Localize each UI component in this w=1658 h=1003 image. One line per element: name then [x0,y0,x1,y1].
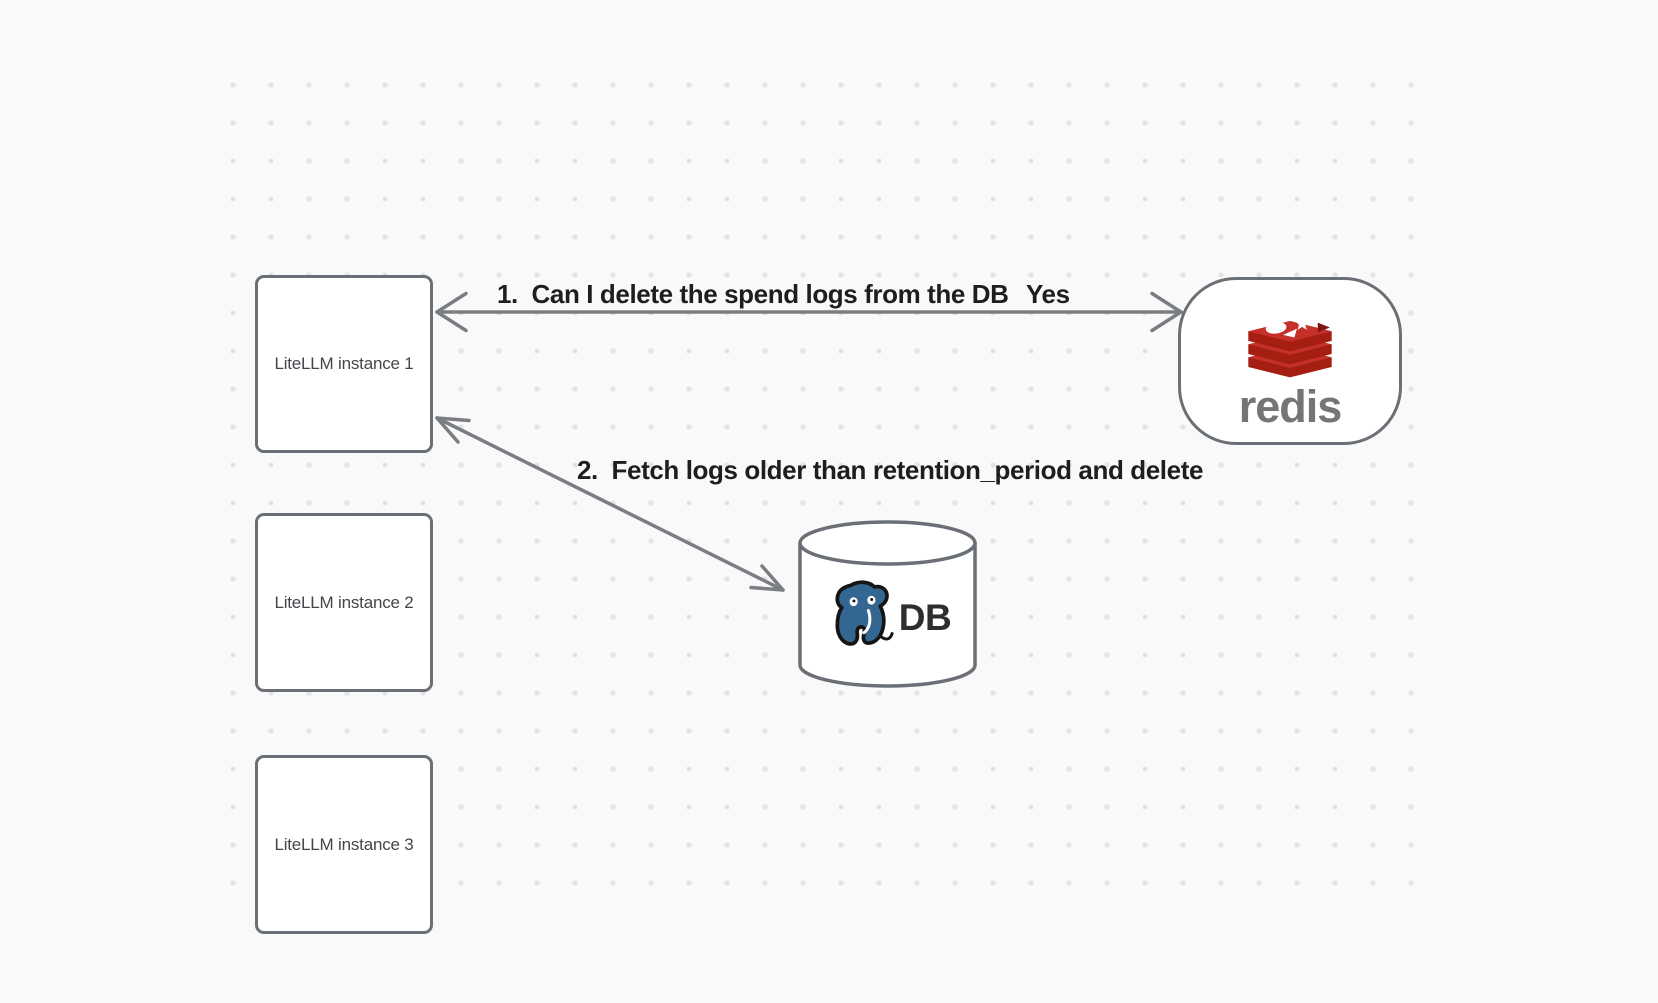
node-database-cylinder: DB [798,520,977,688]
edge1-response-label: Yes [1026,279,1070,309]
cylinder-shape [798,520,977,688]
edge1-label: 1. Can I delete the spend logs from the … [497,279,1009,309]
edge2-label: 2. Fetch logs older than retention_perio… [577,455,1204,485]
node-litellm-instance-1-label: LiteLLM instance 1 [274,354,414,373]
node-litellm-instance-1: LiteLLM instance 1 [255,275,433,453]
arrow-litellm1-db [435,416,785,592]
redis-wordmark: redis [1238,381,1343,432]
redis-logo-icon [1244,314,1336,385]
node-redis: redis [1178,277,1402,445]
node-litellm-instance-3-label: LiteLLM instance 3 [274,834,414,854]
node-litellm-instance-2: LiteLLM instance 2 [255,513,433,692]
postgres-elephant-icon [824,578,898,657]
node-litellm-instance-2-label: LiteLLM instance 2 [274,592,414,612]
node-litellm-instance-3: LiteLLM instance 3 [255,755,433,934]
db-label: DB [898,596,952,638]
arrow-litellm1-redis [435,291,1183,333]
